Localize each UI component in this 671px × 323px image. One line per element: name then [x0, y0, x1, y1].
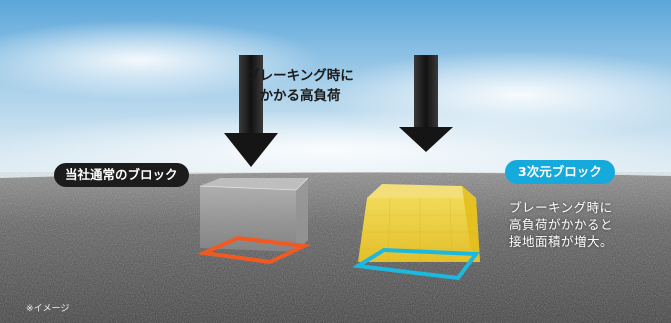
load-arrow-icon [399, 55, 453, 152]
normal-block-contact-patch [196, 235, 312, 265]
three-d-block-description: ブレーキング時に 高負荷がかかると 接地面積が増大。 [509, 199, 613, 250]
asphalt-texture [0, 172, 671, 323]
image-note: ※イメージ [26, 304, 70, 314]
caption-line: かかる高負荷 [259, 88, 341, 104]
three-d-block [358, 184, 480, 263]
normal-block-label: 当社通常のブロック [54, 163, 189, 187]
description-line: 高負荷がかかると [509, 217, 614, 232]
normal-block [199, 177, 309, 252]
caption-line: ブレーキング時に [246, 68, 354, 84]
load-arrow-icon [224, 55, 278, 167]
three-d-block-contact-patch [352, 247, 480, 281]
description-line: ブレーキング時に [509, 200, 613, 215]
description-line: 接地面積が増大。 [509, 234, 614, 249]
three-d-block-label: 3次元ブロック [505, 160, 615, 184]
braking-load-caption: ブレーキング時に かかる高負荷 [205, 66, 395, 106]
